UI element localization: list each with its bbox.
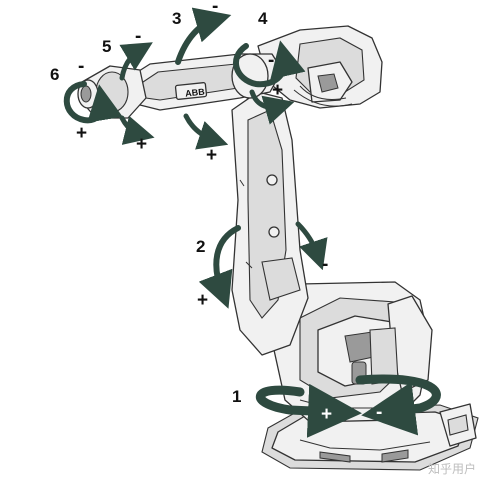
axis-6-minus: -	[78, 56, 84, 77]
axis-5-minus: -	[135, 26, 141, 47]
axis-2-plus: +	[197, 290, 208, 311]
axis-1-rotation-arrow-right	[355, 374, 441, 436]
axis-4-plus: +	[272, 80, 283, 101]
rotation-arrows	[63, 7, 441, 438]
axis-6-number: 6	[50, 65, 59, 84]
axis-2-number: 2	[196, 237, 205, 256]
axis-5-number: 5	[102, 37, 111, 56]
wrist	[77, 65, 147, 119]
axis-1-rotation-arrow	[255, 383, 362, 438]
axis-2-rotation-arrow-minus	[295, 221, 328, 271]
control-box	[439, 403, 477, 447]
axis-4-minus: -	[268, 50, 274, 71]
axis-3-rotation-arrow-plus	[183, 113, 229, 150]
axis1-motor	[351, 295, 433, 393]
watermark: 知乎用户	[428, 461, 476, 476]
axis-3-rotation-arrow-minus	[175, 7, 232, 65]
axis-2-minus: -	[322, 254, 328, 275]
abb-logo-text: ABB	[185, 87, 206, 99]
axis-5-plus: +	[136, 134, 147, 155]
axis-6-plus: +	[76, 123, 87, 144]
axis-3-plus: +	[206, 145, 217, 166]
axis-4-rotation-arrow-lower	[249, 89, 295, 125]
axis-1-plus: +	[321, 404, 332, 425]
axis-4-number: 4	[258, 9, 268, 28]
axis-5-rotation-arrow-minus	[119, 42, 153, 81]
axis-3-number: 3	[172, 9, 181, 28]
axis-6-rotation-arrow	[63, 81, 123, 124]
lower-arm	[231, 91, 309, 356]
axis-3-minus: -	[212, 0, 218, 17]
axis-2-rotation-arrow-plus	[198, 225, 241, 309]
axis-4-rotation-arrow	[233, 40, 306, 88]
axis-1-number: 1	[232, 387, 241, 406]
axis-5-rotation-arrow-plus	[119, 115, 155, 145]
axis-1-minus: -	[376, 402, 382, 423]
